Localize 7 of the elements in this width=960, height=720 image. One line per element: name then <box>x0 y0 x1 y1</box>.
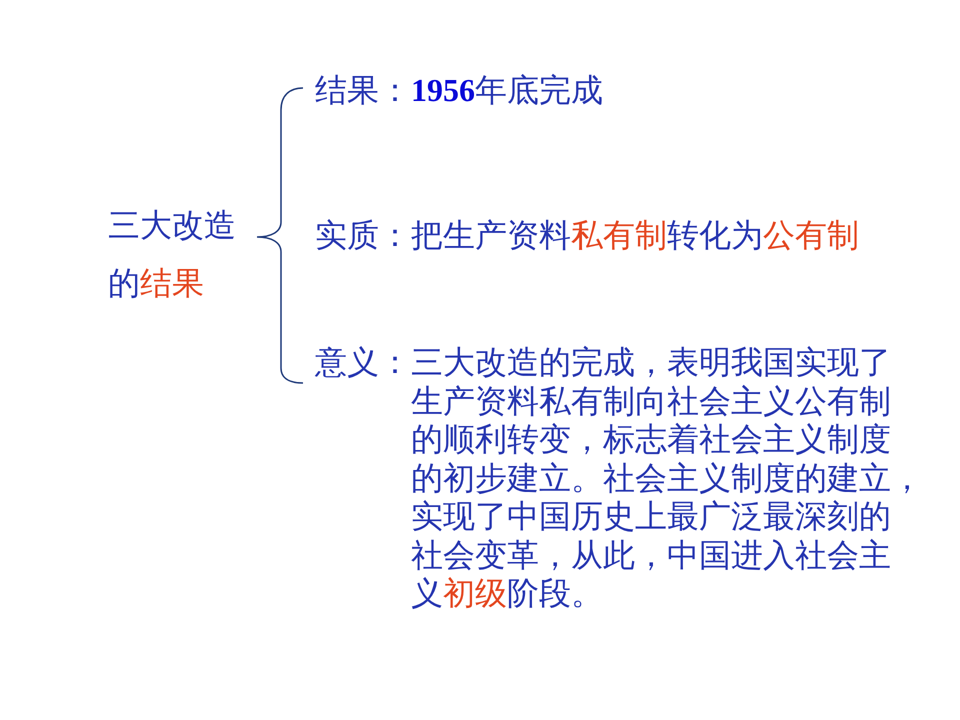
paragraph-text: 三大改造的完成，表明我国实现了生产资料私有制向社会主义公有制的顺利转变，标志着社会主义制度的初步建立。社会主义制度的建立，实现了中国历史上最广泛最深刻的社会变革，从此，中国进入社会主义初级阶段。 <box>411 343 924 612</box>
item-heading: 结果： <box>315 71 411 110</box>
topic-text: 三大改造的结果 <box>108 206 237 303</box>
item-heading: 意义： <box>315 343 411 382</box>
item-heading: 实质： <box>315 216 411 254</box>
item-text: 把生产资料私有制转化为公有制 <box>411 216 859 254</box>
item-text: 1956年底完成 <box>411 71 603 110</box>
